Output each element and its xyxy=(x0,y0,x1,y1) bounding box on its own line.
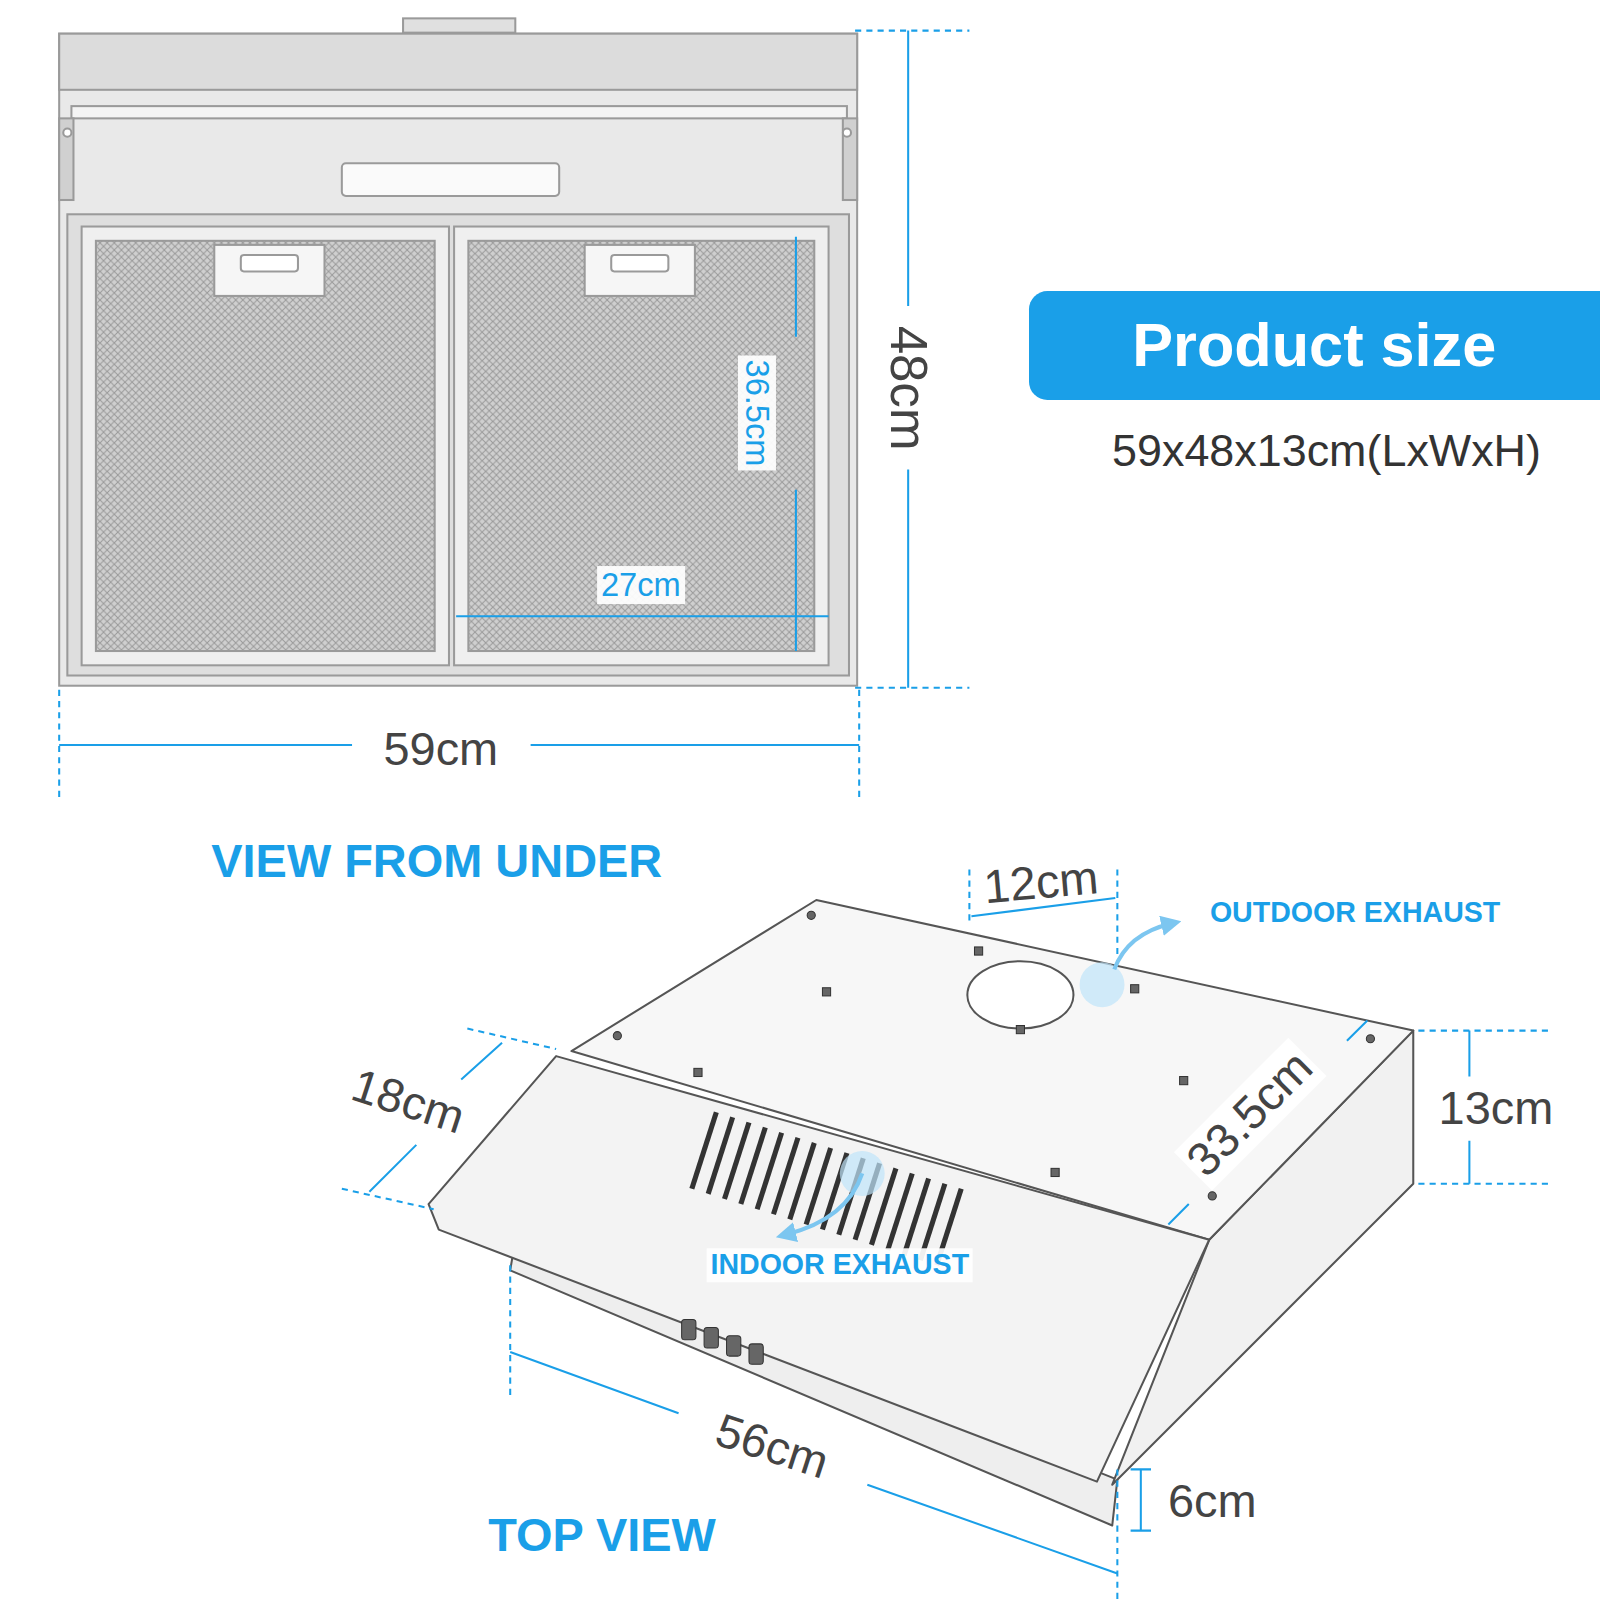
screws-and-knobs xyxy=(613,911,1374,1364)
hood-top-view xyxy=(429,900,1414,1526)
dimension-label: 56cm xyxy=(706,1402,839,1491)
dimension-lines xyxy=(59,31,969,802)
dimension-label: 59x48x13cm(LxWxH) xyxy=(1108,425,1545,476)
dimension-lines xyxy=(342,869,1551,1600)
title-badge: Product size xyxy=(1029,291,1600,400)
view-heading: TOP VIEW xyxy=(484,1509,720,1563)
view-heading: INDOOR EXHAUST xyxy=(706,1249,973,1282)
view-heading: VIEW FROM UNDER xyxy=(207,835,666,889)
view-heading: OUTDOOR EXHAUST xyxy=(1206,897,1504,930)
dimension-label: 13cm xyxy=(1435,1082,1558,1136)
badge-text: Product size xyxy=(1132,310,1496,380)
dimension-label: 18cm xyxy=(341,1058,474,1147)
dimension-label: 48cm xyxy=(879,321,937,454)
dimension-label: 12cm xyxy=(977,851,1104,915)
dimension-label: 27cm xyxy=(597,566,685,604)
dimension-label: 36.5cm xyxy=(738,356,776,471)
dimension-label: 59cm xyxy=(379,723,502,777)
hood-under-view xyxy=(59,18,857,685)
vent-grille xyxy=(692,1112,961,1265)
dimension-label: 6cm xyxy=(1164,1475,1261,1529)
exhaust-arrows xyxy=(786,923,1172,1234)
